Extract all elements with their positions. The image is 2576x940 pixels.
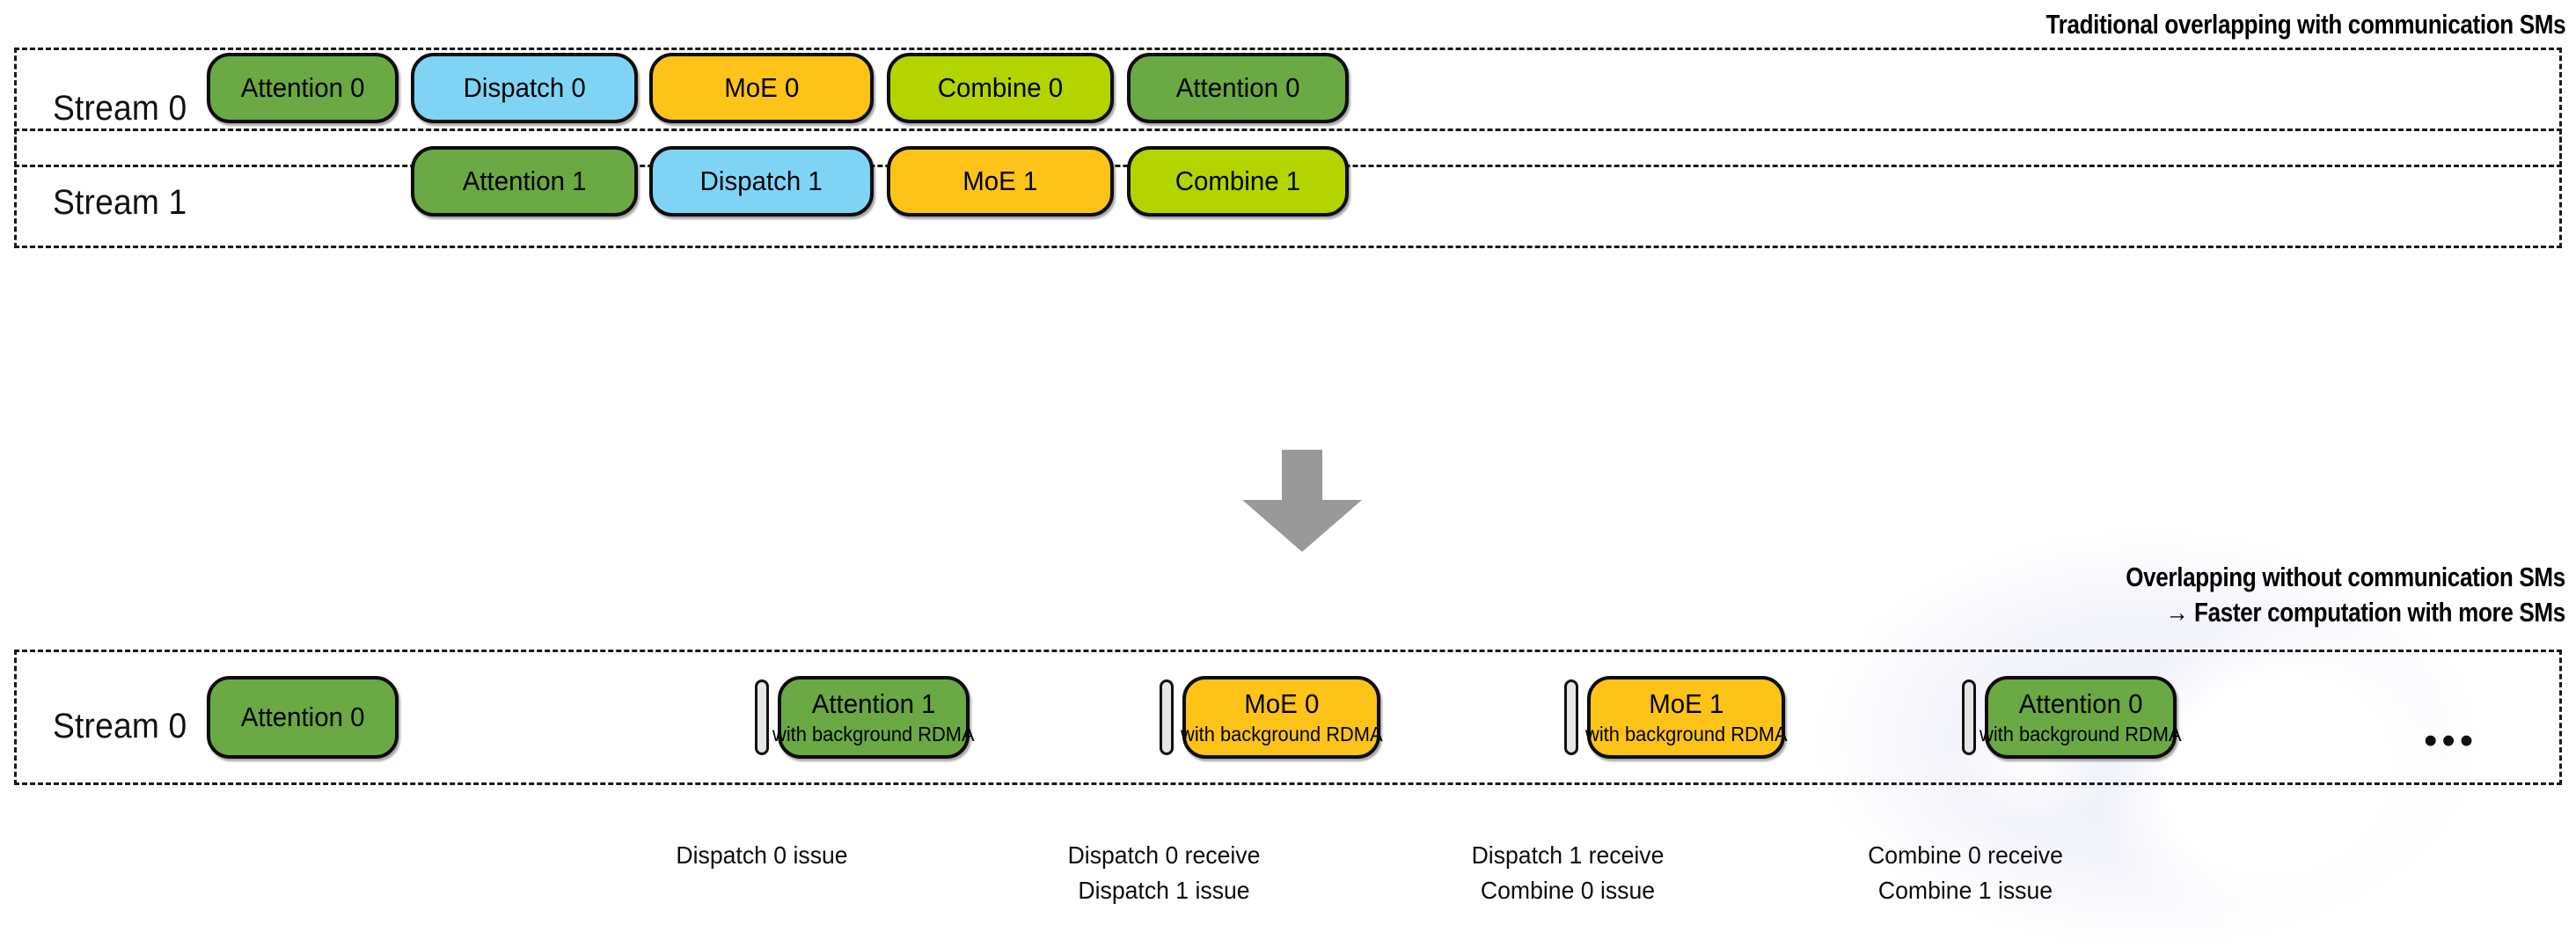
caption-dispatch-0-receive: Dispatch 0 receive Dispatch 1 issue (1067, 841, 1261, 904)
separator-dispatch-1-receive (1564, 679, 1578, 755)
block-title: MoE 0 (1243, 688, 1320, 719)
separator-combine-0-receive (1962, 679, 1976, 755)
caption-dispatch-0-issue: Dispatch 0 issue (676, 841, 848, 869)
block-combine-1-stream1[interactable]: Combine 1 (1127, 146, 1349, 217)
block-dispatch-0-stream0[interactable]: Dispatch 0 (411, 53, 638, 123)
caption-dispatch-1-receive: Dispatch 1 receive Combine 0 issue (1471, 841, 1665, 904)
block-subtitle: with background RDMA (772, 723, 975, 745)
block-opt-attention-0[interactable]: Attention 0 (207, 676, 399, 759)
block-subtitle: with background RDMA (1980, 723, 2182, 745)
block-title: Attention 0 (2018, 688, 2143, 719)
block-moe-0-stream0[interactable]: MoE 0 (649, 53, 874, 123)
block-moe-1-stream1[interactable]: MoE 1 (887, 146, 1114, 217)
ellipsis-continuation: ••• (2424, 719, 2478, 762)
separator-dispatch-0-receive (1160, 679, 1174, 755)
lane-label-stream-0-traditional: Stream 0 (53, 89, 187, 128)
block-attention-0-repeat-stream0[interactable]: Attention 0 (1127, 53, 1349, 123)
block-title: Attention 0 (1175, 72, 1300, 103)
block-title: Combine 0 (937, 72, 1064, 103)
block-subtitle: with background RDMA (1180, 723, 1383, 745)
block-title: Attention 1 (462, 165, 587, 196)
block-title: MoE 1 (1648, 688, 1724, 719)
block-title: Attention 0 (240, 72, 365, 103)
block-title: Attention 1 (811, 688, 936, 719)
block-title: MoE 1 (962, 165, 1038, 196)
block-title: MoE 0 (723, 72, 800, 103)
optimized-section-heading: Overlapping without communication SMs → … (2126, 562, 2565, 628)
lane-label-stream-1-traditional: Stream 1 (53, 183, 187, 222)
traditional-section-heading: Traditional overlapping with communicati… (2045, 9, 2565, 40)
block-opt-moe-1[interactable]: MoE 1 with background RDMA (1584, 676, 1788, 759)
lane-label-stream-0-optimized: Stream 0 (53, 707, 187, 745)
block-opt-attention-1[interactable]: Attention 1 with background RDMA (772, 676, 975, 759)
lane-stream-1-traditional (14, 129, 2562, 248)
block-opt-moe-0[interactable]: MoE 0 with background RDMA (1180, 676, 1383, 759)
block-title: Attention 0 (240, 701, 365, 732)
lane-stream-0-optimized (14, 650, 2562, 785)
down-arrow-icon (1242, 450, 1362, 552)
block-title: Dispatch 0 (463, 72, 586, 103)
block-title: Combine 1 (1175, 165, 1301, 196)
block-combine-0-stream0[interactable]: Combine 0 (887, 53, 1114, 123)
block-subtitle: with background RDMA (1584, 723, 1788, 745)
block-opt-attention-0-repeat[interactable]: Attention 0 with background RDMA (1980, 676, 2182, 759)
separator-dispatch-0-issue (755, 679, 769, 755)
caption-combine-0-receive: Combine 0 receive Combine 1 issue (1868, 841, 2063, 904)
block-attention-0-stream0[interactable]: Attention 0 (207, 53, 399, 123)
block-dispatch-1-stream1[interactable]: Dispatch 1 (649, 146, 874, 217)
block-attention-1-stream1[interactable]: Attention 1 (411, 146, 638, 217)
block-title: Dispatch 1 (699, 165, 823, 196)
